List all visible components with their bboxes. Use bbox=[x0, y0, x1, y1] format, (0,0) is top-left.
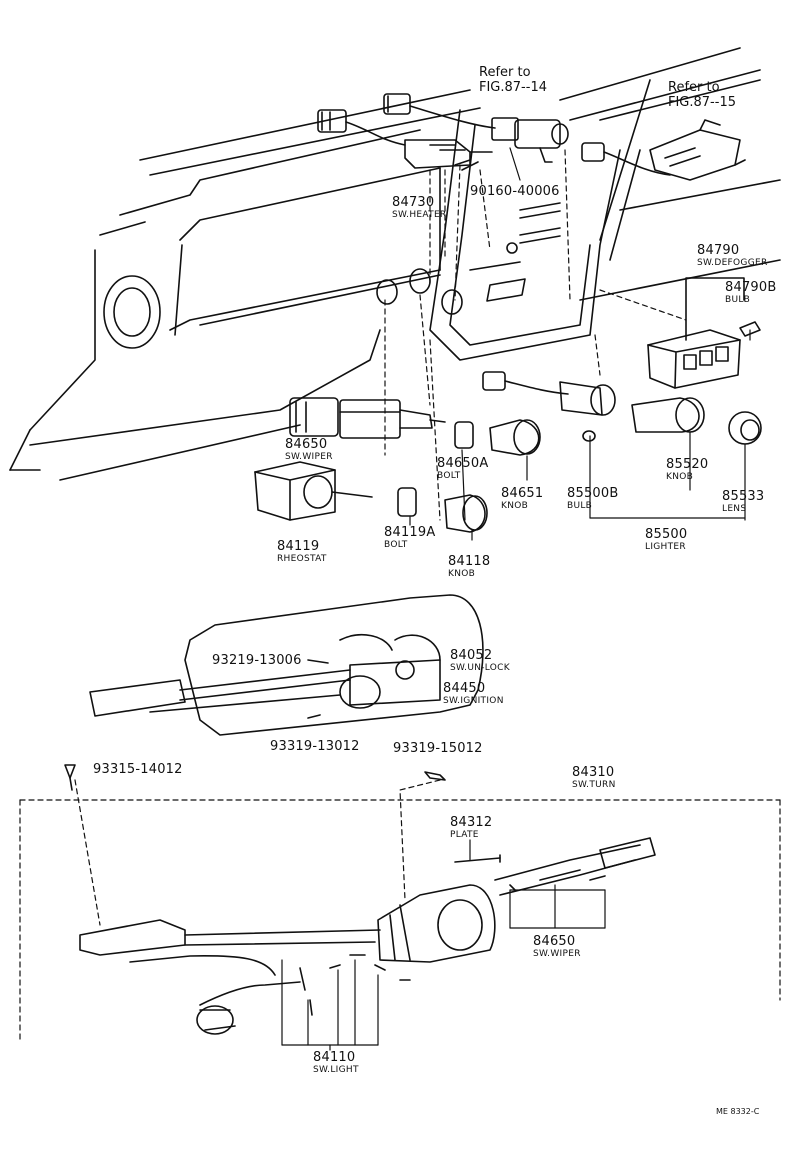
bottom-leader-lines bbox=[281, 839, 606, 1051]
part-93319-13012: 93319-13012 bbox=[270, 739, 360, 754]
part-number: 85533 bbox=[722, 489, 765, 504]
part-85500: 85500 LIGHTER bbox=[645, 527, 687, 552]
part-number: 84650 bbox=[533, 934, 576, 949]
part-84052: 84052 SW.UN-LOCK bbox=[450, 648, 510, 673]
part-84651: 84651 KNOB bbox=[501, 486, 543, 511]
part-84110: 84110 SW.LIGHT bbox=[313, 1050, 359, 1075]
turn-switch-frame bbox=[19, 779, 781, 1041]
figure-ref: FIG.87--14 bbox=[479, 80, 547, 95]
part-number: 84650A bbox=[437, 456, 489, 471]
part-84790b: 84790B BULB bbox=[725, 280, 776, 305]
part-name: SW.WIPER bbox=[285, 452, 333, 462]
heater-switch-drawing bbox=[317, 93, 569, 171]
part-number: 93319-15012 bbox=[393, 741, 483, 756]
part-85533: 85533 LENS bbox=[722, 489, 764, 514]
part-number: 84651 bbox=[501, 486, 544, 501]
wiper-switch-drawing bbox=[289, 397, 541, 456]
part-name: BULB bbox=[725, 295, 751, 305]
top-leader-lines bbox=[384, 147, 751, 541]
part-number: 84118 bbox=[448, 554, 491, 569]
part-name: SW.LIGHT bbox=[313, 1065, 359, 1075]
part-90160-40006: 90160-40006 bbox=[470, 184, 560, 199]
part-name: LENS bbox=[722, 504, 747, 514]
reference-fig87-14: Refer to FIG.87--14 bbox=[479, 65, 547, 95]
part-name: SW.TURN bbox=[572, 780, 616, 790]
part-name: SW.HEATER bbox=[392, 210, 447, 220]
steering-column-drawing bbox=[89, 594, 484, 736]
part-84119a: 84119A BOLT bbox=[384, 525, 435, 550]
part-name: BOLT bbox=[384, 540, 408, 550]
figure-code: ME 8332-C bbox=[716, 1107, 760, 1116]
part-name: SW.UN-LOCK bbox=[450, 663, 510, 673]
lighter-drawing bbox=[482, 371, 762, 445]
part-number: 93219-13006 bbox=[212, 653, 302, 668]
part-number: 84119A bbox=[384, 525, 436, 540]
figure-ref: FIG.87--15 bbox=[668, 95, 736, 110]
part-85500b: 85500B BULB bbox=[567, 486, 618, 511]
part-name: BULB bbox=[567, 501, 593, 511]
part-84650-top: 84650 SW.WIPER bbox=[285, 437, 333, 462]
part-number: 90160-40006 bbox=[470, 184, 560, 199]
part-name: SW.WIPER bbox=[533, 949, 581, 959]
part-number: 84052 bbox=[450, 648, 493, 663]
part-name: BOLT bbox=[437, 471, 461, 481]
refer-to-text: Refer to bbox=[479, 65, 531, 80]
part-number: 84650 bbox=[285, 437, 328, 452]
part-84650a: 84650A BOLT bbox=[437, 456, 488, 481]
part-93219-13006: 93219-13006 bbox=[212, 653, 302, 668]
reference-fig87-15: Refer to FIG.87--15 bbox=[668, 80, 736, 110]
part-number: 84310 bbox=[572, 765, 615, 780]
part-name: SW.IGNITION bbox=[443, 696, 504, 706]
part-number: 84312 bbox=[450, 815, 493, 830]
part-name: KNOB bbox=[448, 569, 476, 579]
rheostat-drawing bbox=[254, 461, 488, 533]
part-number: 84730 bbox=[392, 195, 435, 210]
part-number: 93315-14012 bbox=[93, 762, 183, 777]
defogger-harness-drawing bbox=[581, 119, 746, 181]
part-84790: 84790 SW.DEFOGGER bbox=[697, 243, 768, 268]
part-name: KNOB bbox=[666, 472, 694, 482]
part-name: LIGHTER bbox=[645, 542, 686, 552]
part-number: 85520 bbox=[666, 457, 709, 472]
part-number: 84790 bbox=[697, 243, 740, 258]
part-number: 84790B bbox=[725, 280, 777, 295]
part-84310: 84310 SW.TURN bbox=[572, 765, 616, 790]
part-number: 84119 bbox=[277, 539, 320, 554]
turn-switch-drawing bbox=[64, 764, 656, 1035]
part-84450: 84450 SW.IGNITION bbox=[443, 681, 504, 706]
part-number: 85500B bbox=[567, 486, 619, 501]
defogger-switch-drawing bbox=[647, 277, 761, 389]
part-93315-14012: 93315-14012 bbox=[93, 762, 183, 777]
instrument-panel-outline bbox=[9, 47, 781, 481]
part-84118: 84118 KNOB bbox=[448, 554, 490, 579]
part-number: 84110 bbox=[313, 1050, 356, 1065]
part-number: 84450 bbox=[443, 681, 486, 696]
refer-to-text: Refer to bbox=[668, 80, 720, 95]
part-84312: 84312 PLATE bbox=[450, 815, 492, 840]
part-84119: 84119 RHEOSTAT bbox=[277, 539, 327, 564]
part-name: RHEOSTAT bbox=[277, 554, 327, 564]
part-name: PLATE bbox=[450, 830, 479, 840]
part-name: SW.DEFOGGER bbox=[697, 258, 768, 268]
part-85520: 85520 KNOB bbox=[666, 457, 708, 482]
part-number: 85500 bbox=[645, 527, 688, 542]
part-name: KNOB bbox=[501, 501, 529, 511]
part-84730: 84730 SW.HEATER bbox=[392, 195, 447, 220]
part-84650-bottom: 84650 SW.WIPER bbox=[533, 934, 581, 959]
part-93319-15012: 93319-15012 bbox=[393, 741, 483, 756]
part-number: 93319-13012 bbox=[270, 739, 360, 754]
